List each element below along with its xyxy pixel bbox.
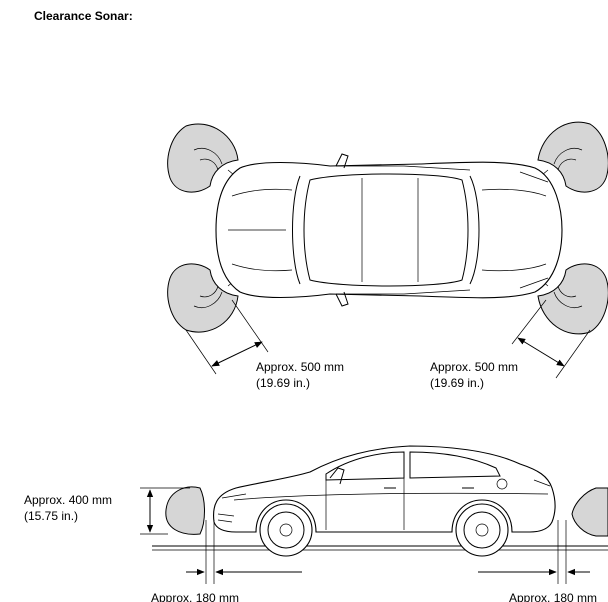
side-view: Approx. 400 mm (15.75 in.) Approx. 180 m… [24, 445, 608, 602]
rear-gap-label: Approx. 180 mm [509, 591, 597, 602]
diagram-title: Clearance Sonar: [34, 9, 133, 23]
dimension-rear-gap [478, 520, 590, 584]
sonar-zone-rear-left [167, 263, 241, 333]
front-gap-label: Approx. 180 mm [151, 591, 239, 602]
height-distance-inches: (15.75 in.) [24, 509, 78, 523]
car-side-view [213, 445, 556, 533]
sonar-zone-rear-side [571, 487, 608, 537]
top-left-distance-label: Approx. 500 mm [256, 360, 344, 374]
dimension-top-right [511, 299, 591, 379]
height-distance-label: Approx. 400 mm [24, 493, 112, 507]
rear-wheel [455, 503, 509, 557]
front-wheel [259, 503, 313, 557]
sonar-zone-front-right [535, 121, 608, 193]
top-left-distance-inches: (19.69 in.) [256, 376, 310, 390]
sonar-zone-front-left [167, 123, 241, 193]
dimension-front-gap [186, 520, 302, 584]
dimension-top-left [185, 299, 269, 375]
car-top-view [215, 153, 563, 307]
top-right-distance-inches: (19.69 in.) [430, 376, 484, 390]
sonar-zone-front-side [165, 486, 205, 535]
top-view: Approx. 500 mm (19.69 in.) Approx. 500 m… [167, 121, 608, 390]
top-right-distance-label: Approx. 500 mm [430, 360, 518, 374]
dimension-height [140, 487, 190, 535]
